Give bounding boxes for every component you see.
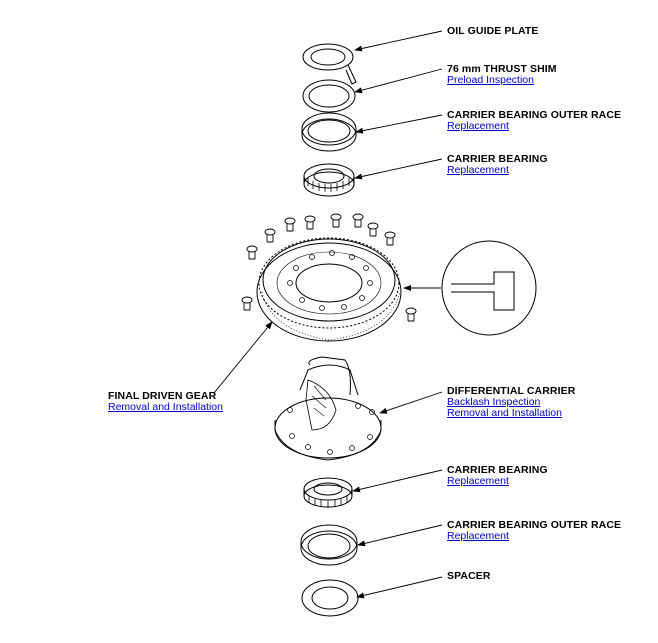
final-driven-gear-part — [256, 237, 402, 342]
carrier-bearing-bottom-part — [303, 477, 353, 508]
differential-carrier-part — [274, 356, 382, 461]
callout-bearing-top: CARRIER BEARING Replacement — [447, 154, 548, 176]
callout-oil-guide-plate: OIL GUIDE PLATE — [447, 26, 539, 37]
callout-bearing-bottom: CARRIER BEARING Replacement — [447, 465, 548, 487]
callout-outer-race-bottom: CARRIER BEARING OUTER RACE Replacement — [447, 520, 621, 542]
differential-carrier-title: DIFFERENTIAL CARRIER — [447, 385, 576, 397]
carrier-bearing-top-part — [303, 163, 355, 197]
oil-guide-plate-part — [302, 43, 357, 85]
bearing-bottom-replacement-link[interactable]: Replacement — [447, 475, 509, 487]
bearing-top-replacement-link[interactable]: Replacement — [447, 164, 509, 176]
bearing-top-title: CARRIER BEARING — [447, 153, 548, 165]
spacer-part — [301, 579, 359, 617]
callout-spacer: SPACER — [447, 571, 491, 582]
bearing-bottom-title: CARRIER BEARING — [447, 464, 548, 476]
thrust-shim-title: 76 mm THRUST SHIM — [447, 63, 557, 75]
thrust-shim-part — [302, 79, 356, 113]
outer-race-top-replacement-link[interactable]: Replacement — [447, 120, 509, 132]
outer-race-top-part — [301, 112, 357, 152]
backlash-inspection-link[interactable]: Backlash Inspection — [447, 396, 541, 408]
callout-thrust-shim: 76 mm THRUST SHIM Preload Inspection — [447, 64, 557, 86]
oil-guide-plate-title: OIL GUIDE PLATE — [447, 25, 539, 37]
bolt-detail-view — [441, 240, 537, 336]
outer-race-bottom-part — [300, 524, 358, 566]
outer-race-bottom-title: CARRIER BEARING OUTER RACE — [447, 519, 622, 531]
leader-lines — [213, 30, 443, 599]
differential-carrier-removal-link[interactable]: Removal and Installation — [447, 407, 562, 419]
final-driven-gear-title: FINAL DRIVEN GEAR — [108, 390, 217, 402]
callout-final-driven-gear: FINAL DRIVEN GEAR Removal and Installati… — [108, 391, 223, 413]
outer-race-bottom-replacement-link[interactable]: Replacement — [447, 530, 509, 542]
gear-bolts — [241, 213, 417, 322]
outer-race-top-title: CARRIER BEARING OUTER RACE — [447, 109, 622, 121]
callout-differential-carrier: DIFFERENTIAL CARRIER Backlash Inspection… — [447, 386, 575, 419]
final-driven-gear-removal-link[interactable]: Removal and Installation — [108, 401, 223, 413]
spacer-title: SPACER — [447, 570, 491, 582]
preload-inspection-link[interactable]: Preload Inspection — [447, 74, 534, 86]
callout-outer-race-top: CARRIER BEARING OUTER RACE Replacement — [447, 110, 621, 132]
